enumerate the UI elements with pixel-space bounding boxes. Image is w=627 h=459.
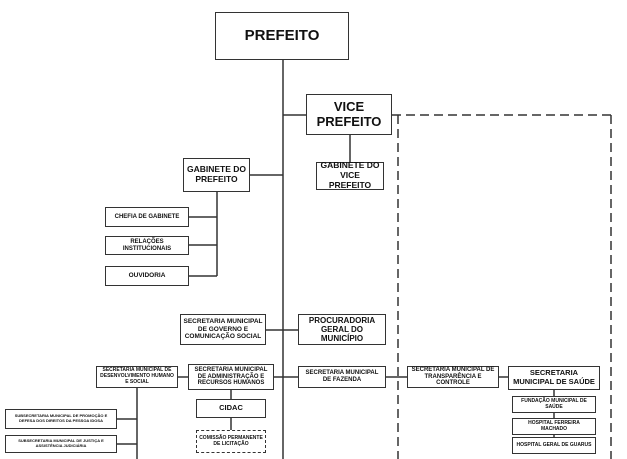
secretaria-fazenda-box: SECRETARIA MUNICIPAL DE FAZENDA bbox=[298, 366, 386, 388]
gabinete-prefeito-box: GABINETE DO PREFEITO bbox=[183, 158, 250, 192]
cidac-box: CIDAC bbox=[196, 399, 266, 418]
relacoes-institucionais-box: RELAÇÕES INSTITUCIONAIS bbox=[105, 236, 189, 255]
secretaria-transparencia-box: SECRETARIA MUNICIPAL DE TRANSPARÊNCIA E … bbox=[407, 366, 499, 388]
secretaria-saude-box: SECRETARIA MUNICIPAL DE SAÚDE bbox=[508, 366, 600, 390]
gabinete-vice-box: GABINETE DO VICE PREFEITO bbox=[316, 160, 384, 190]
secretaria-governo-box: SECRETARIA MUNICIPAL DE GOVERNO E COMUNI… bbox=[180, 314, 266, 345]
comissao-licitacao-box: COMISSÃO PERMANENTE DE LICITAÇÃO bbox=[196, 430, 266, 453]
subsecretaria-justica-box: SUBSECRETARIA MUNICIPAL DE JUSTIÇA E ASS… bbox=[5, 435, 117, 453]
prefeito-box: PREFEITO bbox=[215, 12, 349, 60]
vice-prefeito-box: VICE PREFEITO bbox=[306, 94, 392, 135]
fundacao-saude-box: FUNDAÇÃO MUNICIPAL DE SAÚDE bbox=[512, 396, 596, 413]
hospital-guarus-box: HOSPITAL GERAL DE GUARUS bbox=[512, 437, 596, 454]
subsecretaria-pessoa-idosa-box: SUBSECRETARIA MUNICIPAL DE PROMOÇÃO E DE… bbox=[5, 409, 117, 429]
secretaria-desenvolvimento-box: SECRETARIA MUNICIPAL DE DESENVOLVIMENTO … bbox=[96, 366, 178, 388]
secretaria-administracao-box: SECRETARIA MUNICIPAL DE ADMINISTRAÇÃO E … bbox=[188, 364, 274, 390]
chefia-de-gabinete-box: CHEFIA DE GABINETE bbox=[105, 207, 189, 227]
hospital-ferreira-machado-box: HOSPITAL FERREIRA MACHADO bbox=[512, 418, 596, 435]
ouvidoria-box: OUVIDORIA bbox=[105, 266, 189, 286]
procuradoria-box: PROCURADORIA GERAL DO MUNICÍPIO bbox=[298, 314, 386, 345]
